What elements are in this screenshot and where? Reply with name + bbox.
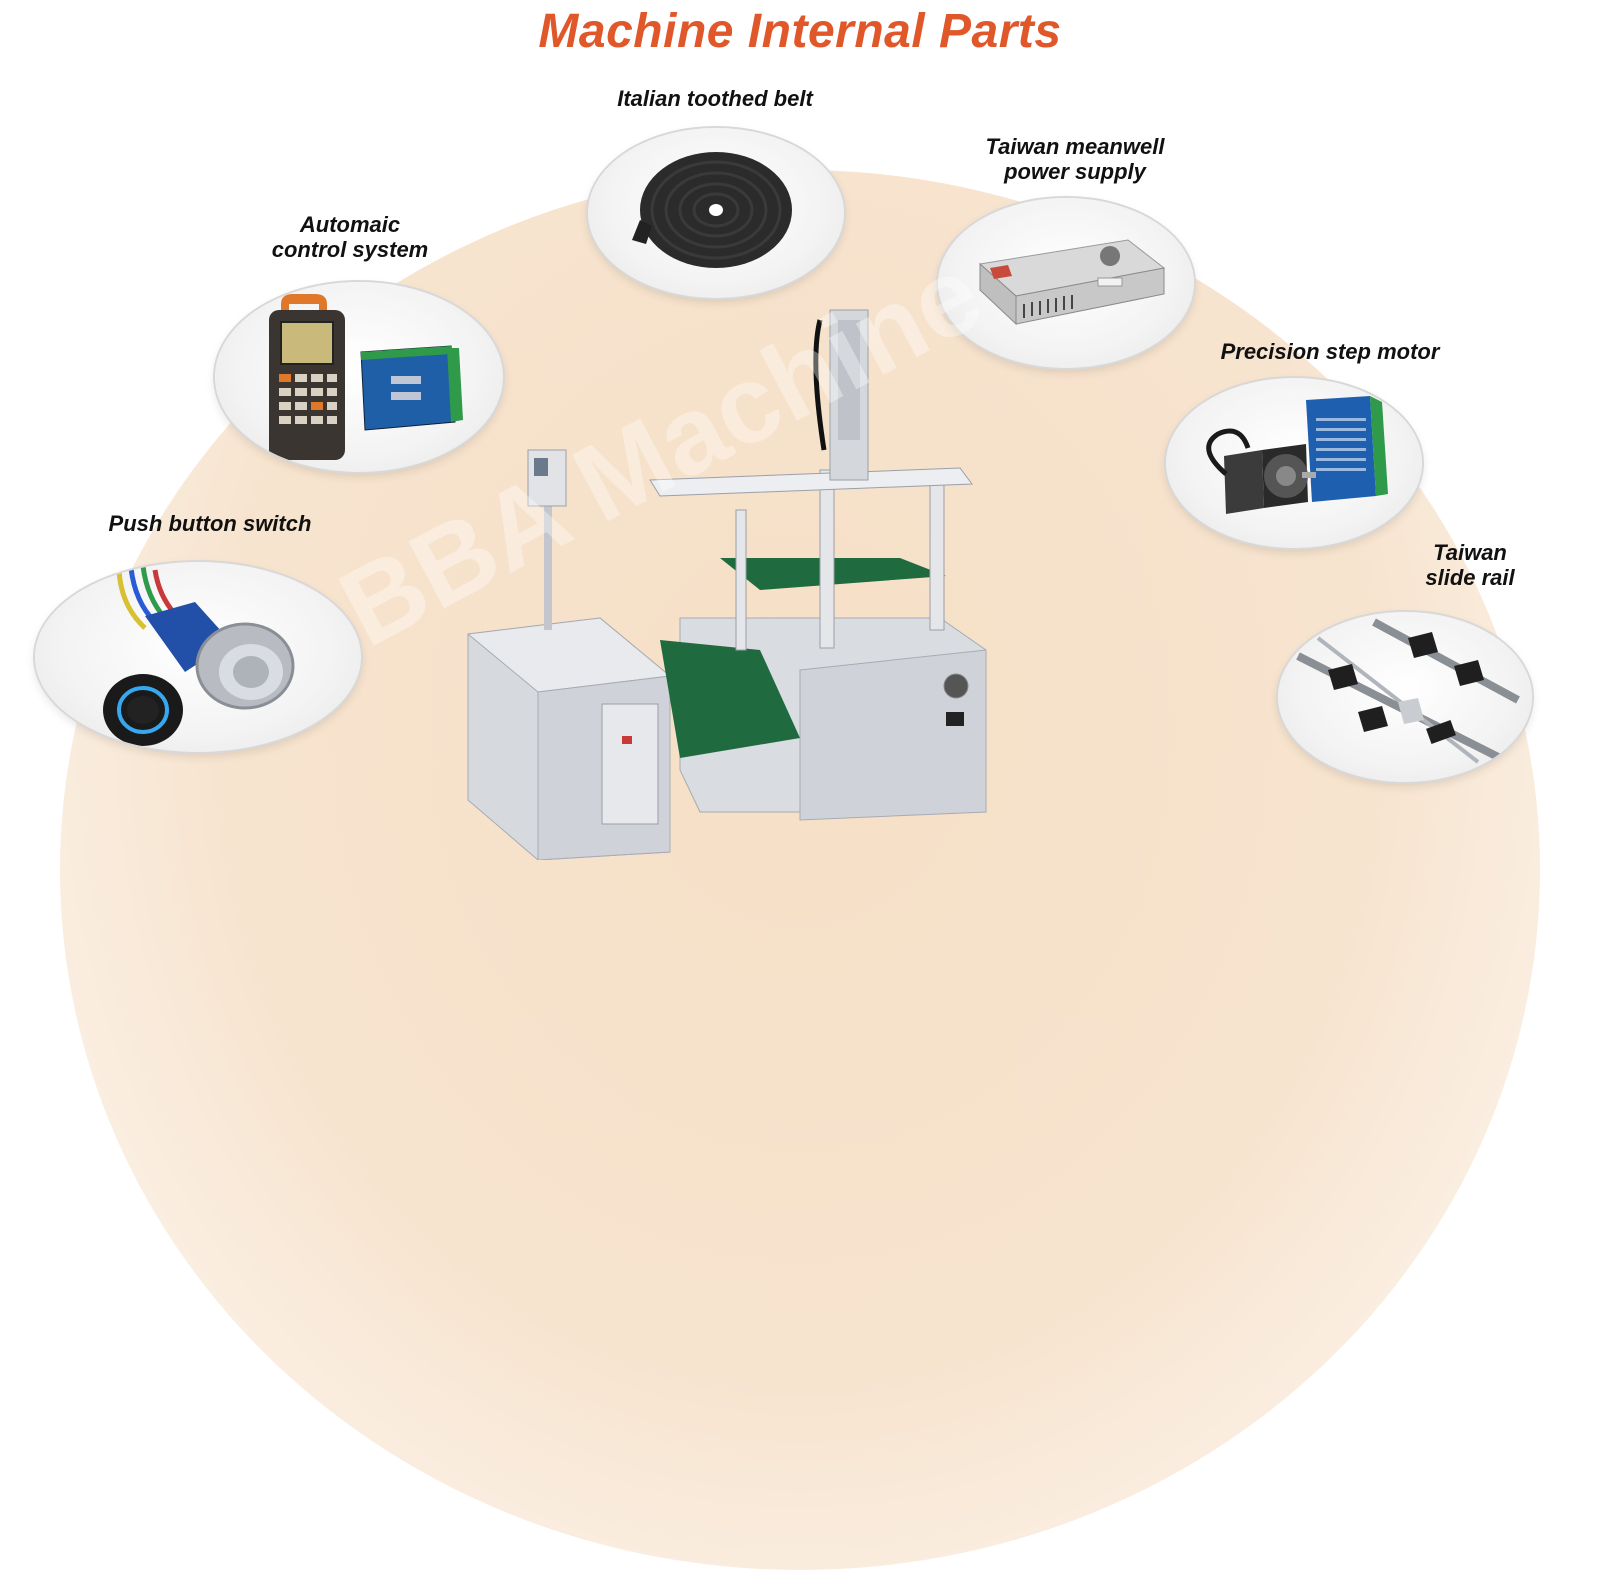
bubble-push-button: [35, 562, 361, 752]
step-motor-icon: [1206, 396, 1388, 514]
control-system-icon: [269, 294, 463, 460]
power-supply-icon: [978, 239, 1166, 326]
label-toothed-belt: Italian toothed belt: [617, 86, 813, 111]
packing-machine-illustration: [460, 300, 1000, 861]
machine-icon: [466, 309, 987, 861]
label-slide-rail: Taiwan slide rail: [1425, 540, 1515, 590]
bubble-slide-rail: [1278, 612, 1532, 782]
label-step-motor: Precision step motor: [1220, 339, 1440, 364]
label-power-supply: Taiwan meanwell power supply: [985, 134, 1165, 184]
label-push-button: Push button switch: [108, 511, 312, 536]
bubble-control-system: [215, 282, 503, 472]
toothed-belt-icon: [632, 152, 792, 268]
slide-rail-icon: [1296, 618, 1520, 766]
bubble-power-supply: [938, 198, 1194, 368]
bubble-step-motor: [1166, 378, 1422, 548]
push-button-icon: [103, 565, 295, 746]
bubble-toothed-belt: [588, 128, 844, 298]
page-title: Machine Internal Parts: [538, 5, 1062, 58]
label-control-system: Automaic control system: [271, 212, 429, 262]
